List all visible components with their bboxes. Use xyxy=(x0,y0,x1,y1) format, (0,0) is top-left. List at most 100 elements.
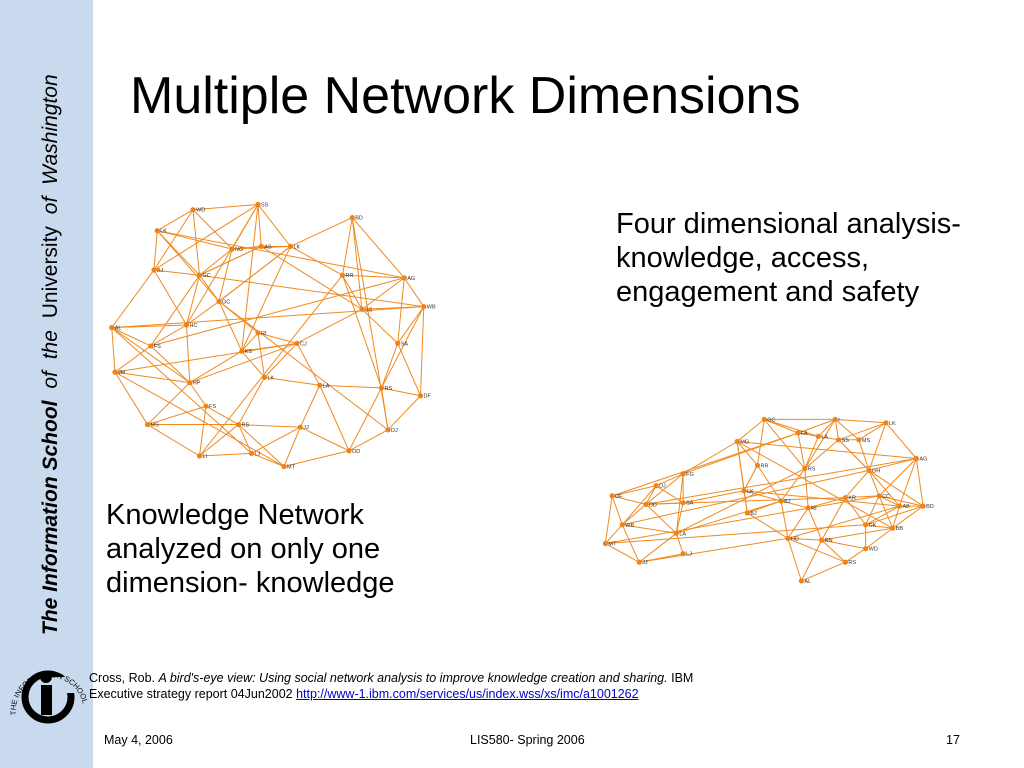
network-node-label: MG xyxy=(740,440,749,446)
network-edge xyxy=(645,485,657,505)
network-node xyxy=(255,201,261,208)
university-wordmark: The Information School of the University… xyxy=(30,30,70,640)
network-edge xyxy=(736,419,765,442)
network-edge xyxy=(114,371,148,425)
network-edge xyxy=(186,324,191,383)
network-node xyxy=(378,385,385,391)
citation-link[interactable]: http://www-1.ibm.com/services/us/index.w… xyxy=(296,687,639,701)
network-node-label: LK xyxy=(294,244,301,250)
network-edge xyxy=(192,203,259,211)
network-node-label: LA xyxy=(679,531,686,537)
network-edge xyxy=(111,327,191,384)
network-edge xyxy=(605,543,640,563)
network-edge xyxy=(878,495,894,529)
network-edge xyxy=(290,245,343,276)
network-node xyxy=(896,503,903,509)
network-edge xyxy=(199,406,207,457)
network-edge xyxy=(915,458,924,507)
network-node xyxy=(744,510,750,516)
network-node xyxy=(248,450,255,456)
network-edge xyxy=(153,209,194,271)
network-edge xyxy=(381,343,399,389)
network-edge xyxy=(645,473,684,505)
network-edge xyxy=(111,327,116,373)
network-edge xyxy=(257,204,262,247)
network-node-label: AG xyxy=(407,276,415,282)
network-node xyxy=(802,466,808,472)
slide-title: Multiple Network Dimensions xyxy=(130,67,801,125)
network-edge xyxy=(865,524,893,529)
network-edge xyxy=(638,532,677,563)
network-node-label: HC xyxy=(190,323,198,329)
network-node-label: DJ xyxy=(391,428,398,434)
network-node-label: RS xyxy=(242,423,250,429)
network-node xyxy=(609,493,615,499)
network-edge xyxy=(645,458,917,505)
network-node-label: RS xyxy=(385,386,393,392)
network-edge xyxy=(817,419,836,437)
network-edge xyxy=(186,275,200,326)
network-node xyxy=(395,340,401,346)
network-edge xyxy=(111,269,155,328)
network-edge xyxy=(296,308,363,344)
network-edge xyxy=(845,548,866,563)
network-node xyxy=(339,272,346,278)
network-node-label: SS xyxy=(842,438,850,444)
network-edge xyxy=(756,419,765,466)
network-edge xyxy=(885,422,917,459)
network-edge xyxy=(299,385,321,428)
network-edge xyxy=(111,306,424,329)
network-node-label: LA xyxy=(323,383,330,389)
network-edge xyxy=(153,269,200,276)
network-node-label: AL xyxy=(804,579,811,585)
network-edge xyxy=(787,538,802,582)
network-node-label: LK xyxy=(160,229,167,235)
network-edge xyxy=(257,332,265,378)
network-node-label: OD xyxy=(352,449,360,455)
network-node xyxy=(819,537,825,543)
network-edge xyxy=(845,495,880,499)
network-node-label: RN xyxy=(825,538,833,544)
network-edge xyxy=(192,209,233,250)
network-node xyxy=(261,374,268,380)
network-edge xyxy=(604,495,613,544)
network-edge xyxy=(781,500,809,509)
network-node xyxy=(417,393,424,399)
network-edge xyxy=(838,422,887,441)
network-node xyxy=(913,455,919,462)
network-edge xyxy=(238,424,301,428)
network-edge xyxy=(147,382,191,425)
network-node xyxy=(258,243,264,249)
network-edge xyxy=(780,468,806,502)
network-edge xyxy=(114,371,190,384)
network-node-label: BJ xyxy=(784,499,791,505)
network-edge xyxy=(147,424,200,457)
network-edge xyxy=(683,490,745,504)
network-edge xyxy=(675,533,684,554)
network-edge xyxy=(645,504,677,534)
network-node xyxy=(754,462,761,468)
network-node-label: AL xyxy=(115,326,122,332)
network-edge xyxy=(622,469,870,526)
network-edge xyxy=(621,485,657,526)
network-edge xyxy=(868,422,887,471)
knowledge-network-description: Knowledge Network analyzed on only one d… xyxy=(106,499,395,599)
network-node-label: FS xyxy=(154,344,161,350)
network-edge xyxy=(199,274,343,457)
network-edge xyxy=(787,505,900,539)
network-edge xyxy=(111,327,252,454)
network-edge xyxy=(403,277,425,307)
network-node-label: CK xyxy=(869,523,877,529)
network-edge xyxy=(804,419,836,469)
network-node-label: KR xyxy=(848,496,856,502)
network-edge xyxy=(351,217,363,310)
network-edge xyxy=(898,458,917,507)
network-edge xyxy=(808,497,846,509)
network-node-label: SS xyxy=(365,307,373,313)
network-node xyxy=(866,467,872,473)
wordmark-of-2: of xyxy=(39,195,62,215)
network-edge xyxy=(348,387,382,451)
network-node-label: DJ xyxy=(659,484,666,490)
network-edge xyxy=(199,274,424,308)
network-edge xyxy=(387,395,421,431)
